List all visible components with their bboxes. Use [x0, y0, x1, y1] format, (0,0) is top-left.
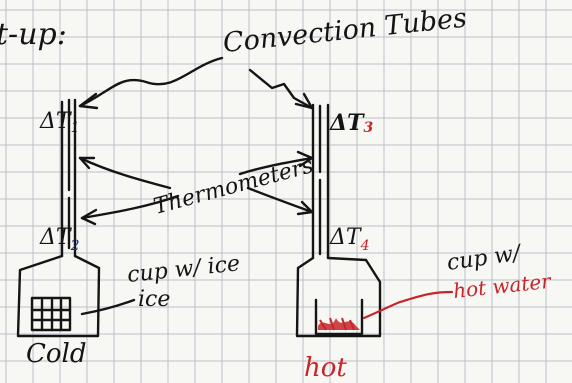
cold-label: Cold: [26, 339, 87, 369]
cup-hot-water-label-line2: hot water: [452, 269, 553, 303]
arrow-to-thermometer-2: [80, 194, 180, 220]
arrow-head-thermometer-4: [296, 200, 314, 216]
cup-ice-label: cup w/ ice: [126, 251, 241, 288]
arrow-head-thermometer-3: [296, 150, 314, 168]
arrow-to-thermometer-1: [78, 156, 172, 190]
arrow-head-thermometer-2: [80, 208, 98, 226]
arrow-to-hot-tube: [248, 68, 314, 110]
ice-cup: [30, 296, 72, 332]
hot-water-cup: [314, 298, 364, 336]
cold-convection-tube: [16, 98, 101, 338]
arrow-to-thermometer-4: [246, 186, 314, 214]
heading-text: t-up:: [0, 17, 67, 52]
ice-label: ice: [138, 287, 170, 312]
thermometers-label: Thermometers: [151, 153, 316, 220]
delta-t4-label: ΔT4: [329, 225, 369, 254]
arrow-head-thermometer-1: [78, 156, 96, 170]
delta-t1-label: ΔT1: [39, 109, 79, 136]
hot-convection-tube: [295, 103, 382, 338]
cup-hot-water-label-line1: cup w/: [445, 241, 524, 276]
arrow-to-ice: [80, 298, 136, 316]
delta-t3-label: ΔT3: [329, 110, 373, 136]
arrow-to-hot-water: [362, 290, 454, 320]
arrow-to-thermometer-3: [238, 156, 314, 176]
convection-tubes-label: Convection Tubes: [221, 3, 468, 59]
arrow-head-hot-tube: [294, 92, 314, 110]
hot-label: hot: [304, 353, 347, 383]
arrow-to-cold-tube: [78, 56, 224, 108]
delta-t2-label: ΔT2: [39, 225, 80, 254]
arrow-head-cold-tube: [78, 92, 99, 110]
